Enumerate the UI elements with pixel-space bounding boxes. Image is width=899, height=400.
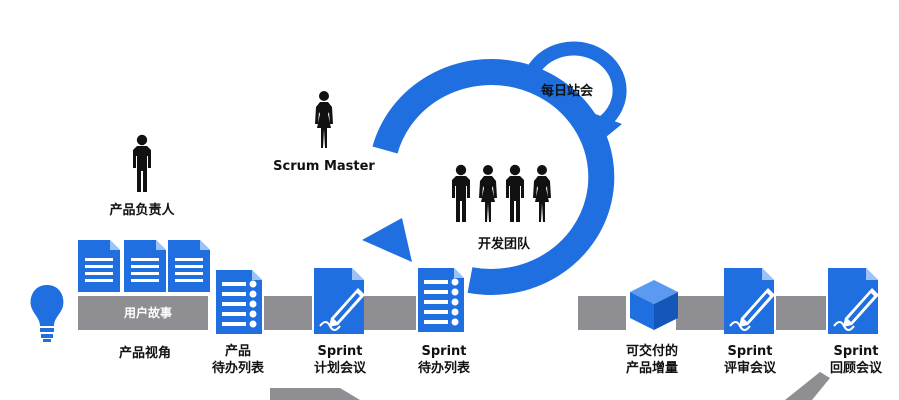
person-icon (479, 165, 497, 222)
bottom-shadow-right (785, 372, 830, 400)
signed-document-icon (313, 267, 366, 335)
bottom-shadow-left (270, 388, 360, 400)
scrum-master-label: Scrum Master (273, 159, 375, 174)
document-icon (124, 240, 166, 292)
connector-2 (364, 296, 416, 330)
product-owner-label: 产品负责人 (109, 203, 175, 218)
person-icon (452, 164, 470, 222)
sprint-retro-label: Sprint 回顾会议 (829, 344, 882, 376)
checklist-icon (418, 268, 464, 332)
connector-1 (264, 296, 312, 330)
daily-standup-label: 每日站会 (540, 84, 593, 99)
signed-document-icon (723, 267, 776, 335)
user-stories-label: 用户故事 (123, 306, 172, 320)
user-story-bar (78, 296, 208, 330)
connector-5 (776, 296, 826, 330)
person-icon (533, 165, 551, 222)
sprint-review-label: Sprint 评审会议 (723, 344, 776, 376)
document-icon (168, 240, 210, 292)
person-icon (506, 164, 524, 222)
sprint-backlog-label: Sprint 待办列表 (417, 344, 470, 376)
product-backlog-label: 产品 待办列表 (211, 344, 264, 376)
person-icon (133, 134, 151, 192)
document-icon (78, 240, 120, 292)
loop-arrow-icon (521, 41, 627, 142)
cube-icon (630, 280, 678, 330)
increment-label: 可交付的 产品增量 (625, 344, 678, 376)
sprint-planning-label: Sprint 计划会议 (313, 344, 366, 376)
vision-label: 产品视角 (118, 346, 171, 361)
lightbulb-icon (30, 285, 64, 342)
checklist-icon (216, 270, 262, 334)
connector-3 (578, 296, 626, 330)
loop-arrow-icon (362, 59, 615, 295)
connector-4 (676, 296, 724, 330)
dev-team-label: 开发团队 (477, 237, 530, 252)
person-icon (315, 91, 333, 148)
signed-document-icon (827, 267, 880, 335)
